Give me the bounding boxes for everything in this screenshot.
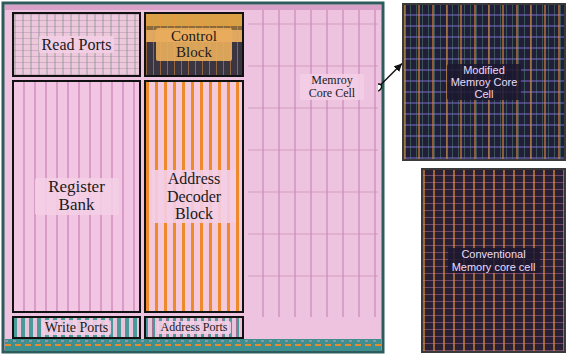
address-ports-block: Address Ports <box>144 316 244 339</box>
control-block: Control Block <box>144 12 244 77</box>
block-label: Read Ports <box>39 36 115 54</box>
label-group: Address Ports <box>147 320 241 335</box>
block-label: Address Ports <box>157 321 230 334</box>
conventional-cell-inset: Conventional Memory core cell <box>421 168 566 353</box>
block-label: Register Bank <box>35 178 119 215</box>
label-group: Register Bank <box>35 178 119 216</box>
memory-core-region: Memroy Core Cell <box>248 10 378 317</box>
bottom-wire <box>5 341 381 342</box>
leader-arrow <box>378 64 402 88</box>
layout-frame <box>3 3 383 352</box>
block-label: Modified Memroy Core Cell <box>447 64 521 100</box>
address-decoder-block: Address Decoder Block <box>144 80 244 313</box>
label-group: Address Decoder Block <box>152 170 236 223</box>
label-group: Control Block <box>156 28 232 62</box>
block-label: Memroy Core Cell <box>300 74 364 100</box>
block-label: Control Block <box>156 28 232 61</box>
register-bank-block: Register Bank <box>12 80 141 313</box>
read-ports-block: Read Ports <box>12 12 141 77</box>
label-group: Modified Memroy Core Cell <box>447 64 521 100</box>
label-group: Write Ports <box>17 320 137 336</box>
write-ports-block: Write Ports <box>12 316 141 339</box>
block-label: Address Decoder Block <box>152 170 236 223</box>
bottom-strip <box>5 339 381 351</box>
label-group: Memroy Core Cell <box>300 74 364 101</box>
bottom-wire <box>5 344 381 346</box>
label-group: Conventional Memory core cell <box>448 248 540 272</box>
modified-cell-inset: Modified Memroy Core Cell <box>402 3 566 161</box>
block-label: Write Ports <box>42 320 112 335</box>
block-label: Conventional Memory core cell <box>448 248 540 272</box>
label-group: Read Ports <box>18 36 136 54</box>
